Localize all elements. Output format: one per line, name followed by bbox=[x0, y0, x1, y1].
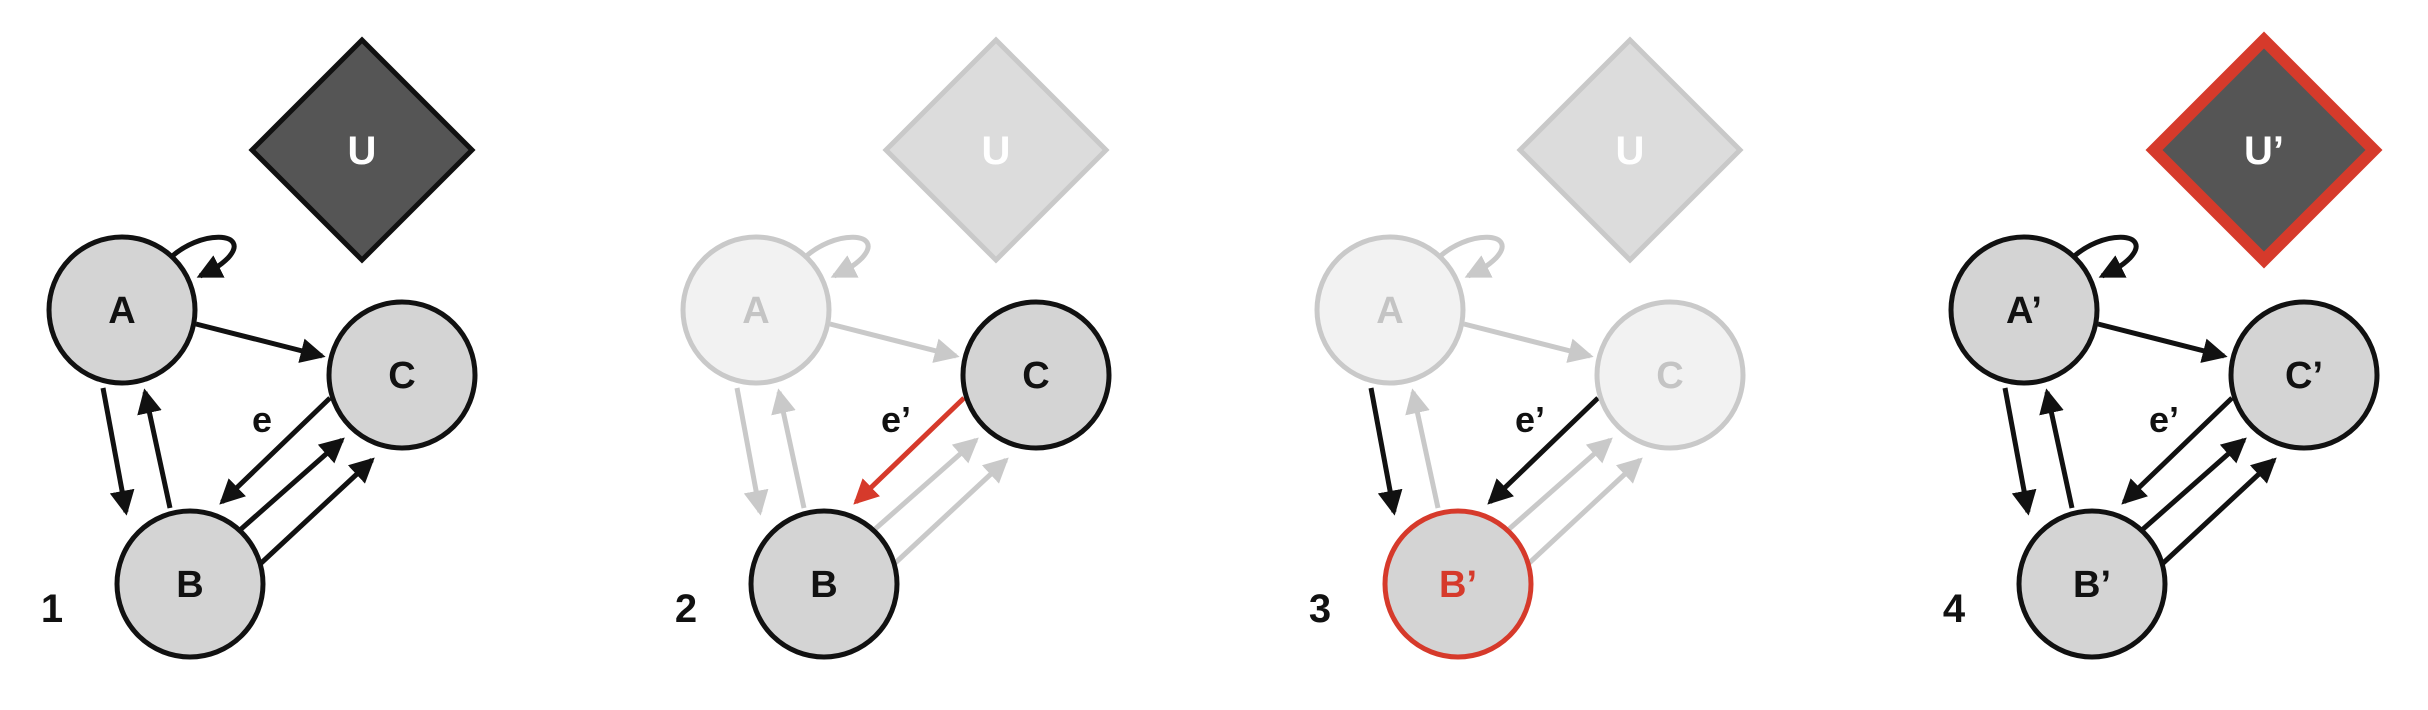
node-b-label: B’ bbox=[1439, 564, 1477, 606]
edge-B-to-C-1 bbox=[238, 437, 345, 532]
edge-B-to-C-2 bbox=[2158, 457, 2277, 568]
node-b-circle bbox=[114, 508, 266, 660]
edge-self-A bbox=[1434, 234, 1505, 279]
edge-C-to-B bbox=[853, 396, 966, 505]
node-b-circle bbox=[2016, 508, 2168, 660]
edges-2 bbox=[734, 234, 1009, 568]
edges-1 bbox=[100, 234, 375, 568]
node-a-label: A bbox=[108, 290, 135, 332]
node-u-label: U bbox=[348, 129, 377, 173]
node-a-label: A’ bbox=[2006, 290, 2042, 332]
edge-C-to-B bbox=[1487, 396, 1600, 505]
node-b-circle bbox=[1382, 508, 1534, 660]
node-c-circle bbox=[326, 299, 478, 451]
node-b-label: B bbox=[176, 564, 203, 606]
edge-A-to-C bbox=[1463, 321, 1594, 363]
edge-label: e bbox=[252, 399, 272, 440]
edge-B-to-C-2 bbox=[256, 457, 375, 568]
edge-self-A bbox=[166, 234, 237, 279]
edge-C-to-B bbox=[2121, 396, 2234, 505]
node-c-circle bbox=[2228, 299, 2380, 451]
node-b-label: B bbox=[810, 564, 837, 606]
node-u-diamond bbox=[248, 36, 476, 264]
node-c-label: C bbox=[388, 355, 415, 397]
node-a-circle bbox=[1314, 234, 1466, 386]
node-c-label: C bbox=[1656, 355, 1683, 397]
edge-A-to-B bbox=[100, 387, 135, 516]
panel-4: e’ U’ A’ B’ C’ 4 bbox=[1943, 31, 2383, 660]
node-u-diamond bbox=[2145, 31, 2383, 269]
panel-number: 4 bbox=[1943, 587, 1966, 631]
edge-B-to-A bbox=[2039, 388, 2075, 509]
node-b-circle bbox=[748, 508, 900, 660]
edge-B-to-C-1 bbox=[2140, 437, 2247, 532]
edges-4 bbox=[2002, 234, 2277, 568]
node-c-label: C bbox=[1022, 355, 1049, 397]
node-u-label: U bbox=[982, 129, 1011, 173]
node-a-circle bbox=[1948, 234, 2100, 386]
node-a-label: A bbox=[1376, 290, 1403, 332]
node-a-circle bbox=[46, 234, 198, 386]
panel-2: e’ U A B C 2 bbox=[675, 36, 1112, 660]
edges-3 bbox=[1368, 234, 1643, 568]
edge-A-to-B bbox=[734, 387, 769, 516]
edge-label: e’ bbox=[881, 399, 911, 440]
edge-self-A bbox=[2068, 234, 2139, 279]
edge-A-to-C bbox=[2097, 321, 2228, 363]
node-a-label: A bbox=[742, 290, 769, 332]
edge-B-to-A bbox=[771, 388, 807, 509]
edge-A-to-B bbox=[2002, 387, 2037, 516]
edge-label: e’ bbox=[1515, 399, 1545, 440]
node-u-label: U bbox=[1616, 129, 1645, 173]
edge-A-to-C bbox=[195, 321, 326, 363]
node-b-label: B’ bbox=[2073, 564, 2111, 606]
panel-number: 1 bbox=[41, 587, 63, 631]
edge-B-to-C-2 bbox=[890, 457, 1009, 568]
node-u-diamond bbox=[882, 36, 1110, 264]
node-a-circle bbox=[680, 234, 832, 386]
panel-number: 3 bbox=[1309, 587, 1331, 631]
edge-B-to-C-1 bbox=[872, 437, 979, 532]
edge-A-to-C bbox=[829, 321, 960, 363]
edge-C-to-B bbox=[219, 396, 332, 505]
edge-self-A bbox=[800, 234, 871, 279]
edge-B-to-A bbox=[1405, 388, 1441, 509]
node-u-diamond bbox=[1516, 36, 1744, 264]
node-c-circle bbox=[960, 299, 1112, 451]
panel-3: e’ U A B’ C 3 bbox=[1309, 36, 1746, 660]
panel-number: 2 bbox=[675, 587, 697, 631]
panel-1: e U A B C 1 bbox=[41, 36, 478, 660]
edge-B-to-A bbox=[137, 388, 173, 509]
node-u-label: U’ bbox=[2244, 129, 2284, 173]
edge-A-to-B bbox=[1368, 387, 1403, 516]
node-c-label: C’ bbox=[2285, 355, 2323, 397]
edge-B-to-C-1 bbox=[1506, 437, 1613, 532]
edge-B-to-C-2 bbox=[1524, 457, 1643, 568]
edge-label: e’ bbox=[2149, 399, 2179, 440]
node-c-circle bbox=[1594, 299, 1746, 451]
